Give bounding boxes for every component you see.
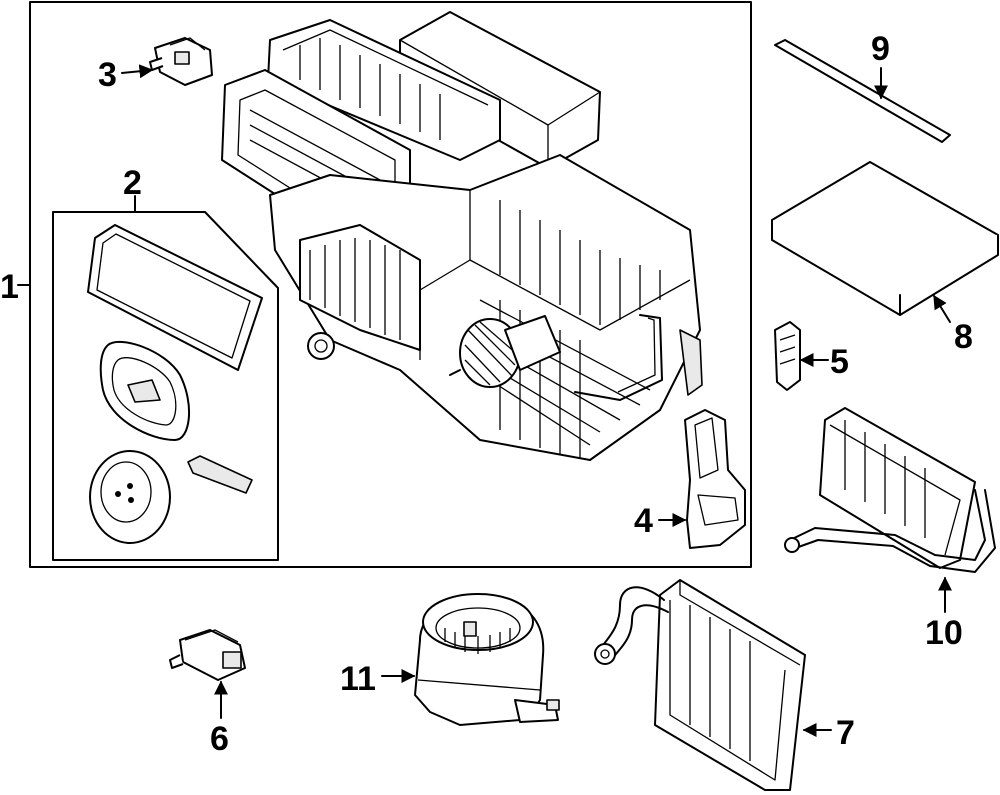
blower-motor-part-11 xyxy=(414,593,560,726)
callout-5: 5 xyxy=(830,343,849,381)
callout-8: 8 xyxy=(954,318,973,356)
seal-strip-part-9 xyxy=(774,39,951,143)
callout-6: 6 xyxy=(210,720,229,758)
callout-7: 7 xyxy=(836,714,855,752)
seal-kit-box xyxy=(52,195,279,561)
evaporator-part-10 xyxy=(784,407,996,573)
callout-labels: 1 2 3 4 5 6 7 8 9 10 11 xyxy=(0,30,973,758)
duct-part-4 xyxy=(684,409,746,549)
oval-seal xyxy=(99,340,191,441)
cabin-filter-part-8 xyxy=(771,161,999,316)
hvac-assembly-frame xyxy=(17,1,752,568)
sensor-part-5 xyxy=(774,321,801,391)
callout-4: 4 xyxy=(634,502,653,540)
callout-9: 9 xyxy=(871,30,890,68)
callout-1: 1 xyxy=(0,268,19,306)
actuator-part-3 xyxy=(149,37,213,86)
seal-gasket xyxy=(87,224,263,371)
block-seal xyxy=(187,455,253,494)
round-gasket xyxy=(89,450,171,544)
callout-2: 2 xyxy=(123,164,142,202)
switch-part-6 xyxy=(169,629,246,681)
leader-lines xyxy=(121,64,952,737)
heater-core-part-7 xyxy=(594,579,806,791)
hvac-housing xyxy=(221,11,703,461)
callout-10: 10 xyxy=(925,614,963,652)
callout-3: 3 xyxy=(98,56,117,94)
callout-11: 11 xyxy=(340,660,376,698)
